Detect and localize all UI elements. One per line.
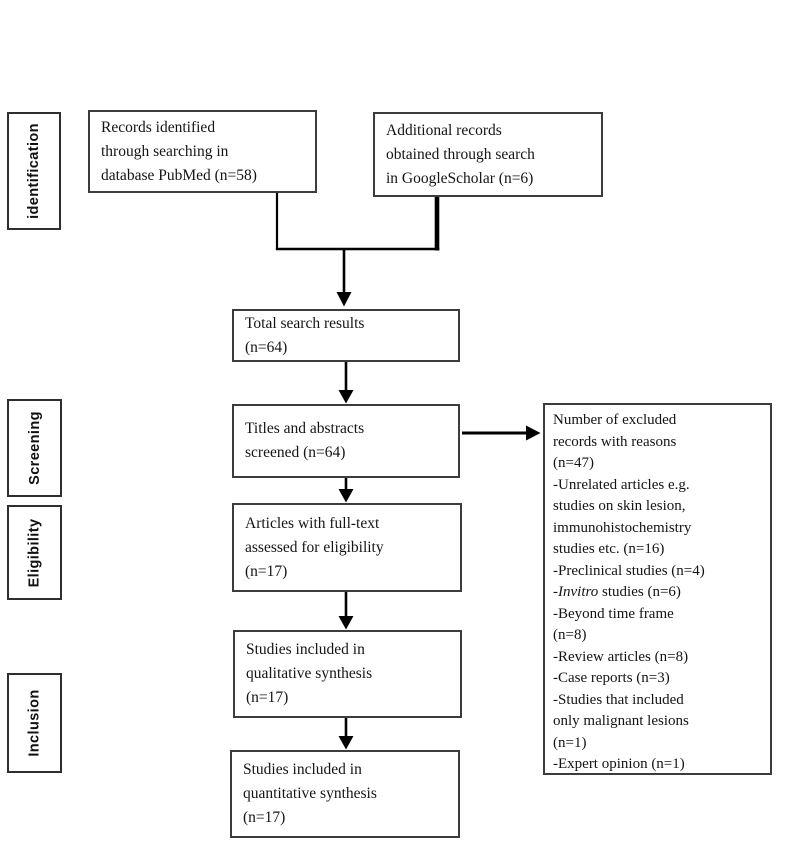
excluded-reason-item: -Studies that included only malignant le… (553, 691, 689, 751)
box-titles-abstracts-screened-text: Titles and abstracts screened (n=64) (245, 420, 365, 461)
box-titles-abstracts-screened: Titles and abstracts screened (n=64) (232, 404, 460, 478)
excluded-reason-item: -Case reports (n=3) (553, 670, 670, 686)
excluded-reason-item: -Invitro studies (n=6) (553, 584, 681, 600)
stage-box-eligibility: Eligibility (7, 505, 62, 600)
box-total-search-results-text: Total search results (n=64) (245, 314, 365, 356)
excluded-reason-item: -Unrelated articles e.g. studies on skin… (553, 476, 692, 558)
excluded-records-title: Number of excluded records with reasons … (553, 412, 677, 471)
box-total-search-results: Total search results (n=64) (232, 309, 460, 362)
stage-box-identification: identification (7, 112, 61, 230)
stage-box-inclusion: Inclusion (7, 673, 62, 773)
excluded-reason-item: -Expert opinion (n=1) (553, 756, 685, 772)
excluded-reason-item: -Review articles (n=8) (553, 648, 689, 665)
arrowhead-screened-to-excluded (526, 425, 541, 441)
arrowhead-screened-to-fulltext (338, 489, 354, 503)
box-qualitative-synthesis-text: Studies included in qualitative synthesi… (246, 641, 373, 706)
box-quantitative-synthesis-text: Studies included in quantitative synthes… (243, 761, 377, 826)
arrowhead-total-to-screened (338, 390, 354, 404)
stage-label-eligibility: Eligibility (26, 518, 43, 587)
box-additional-googlescholar: Additional records obtained through sear… (373, 112, 603, 197)
box-additional-googlescholar-text: Additional records obtained through sear… (386, 121, 535, 187)
arrowhead-qualitative-to-quantitative (338, 736, 354, 750)
box-records-pubmed-text: Records identified through searching in … (101, 118, 257, 184)
arrowhead-to-total (336, 292, 352, 307)
box-qualitative-synthesis: Studies included in qualitative synthesi… (233, 630, 462, 718)
arrowhead-fulltext-to-qualitative (338, 616, 354, 630)
stage-box-screening: Screening (7, 399, 62, 497)
stage-label-identification: identification (26, 123, 43, 219)
box-records-pubmed: Records identified through searching in … (88, 110, 317, 193)
box-fulltext-eligibility-text: Articles with full-text assessed for eli… (245, 514, 384, 580)
stage-label-inclusion: Inclusion (26, 689, 43, 757)
box-quantitative-synthesis: Studies included in quantitative synthes… (230, 750, 460, 838)
box-fulltext-eligibility: Articles with full-text assessed for eli… (232, 503, 462, 592)
excluded-reasons-list: -Unrelated articles e.g. studies on skin… (553, 475, 764, 776)
stage-label-screening: Screening (26, 411, 43, 485)
excluded-reason-item: -Preclinical studies (n=4) (553, 562, 705, 579)
box-excluded-records: Number of excluded records with reasons … (543, 403, 772, 775)
excluded-reason-item: -Beyond time frame (n=8) (553, 605, 674, 644)
